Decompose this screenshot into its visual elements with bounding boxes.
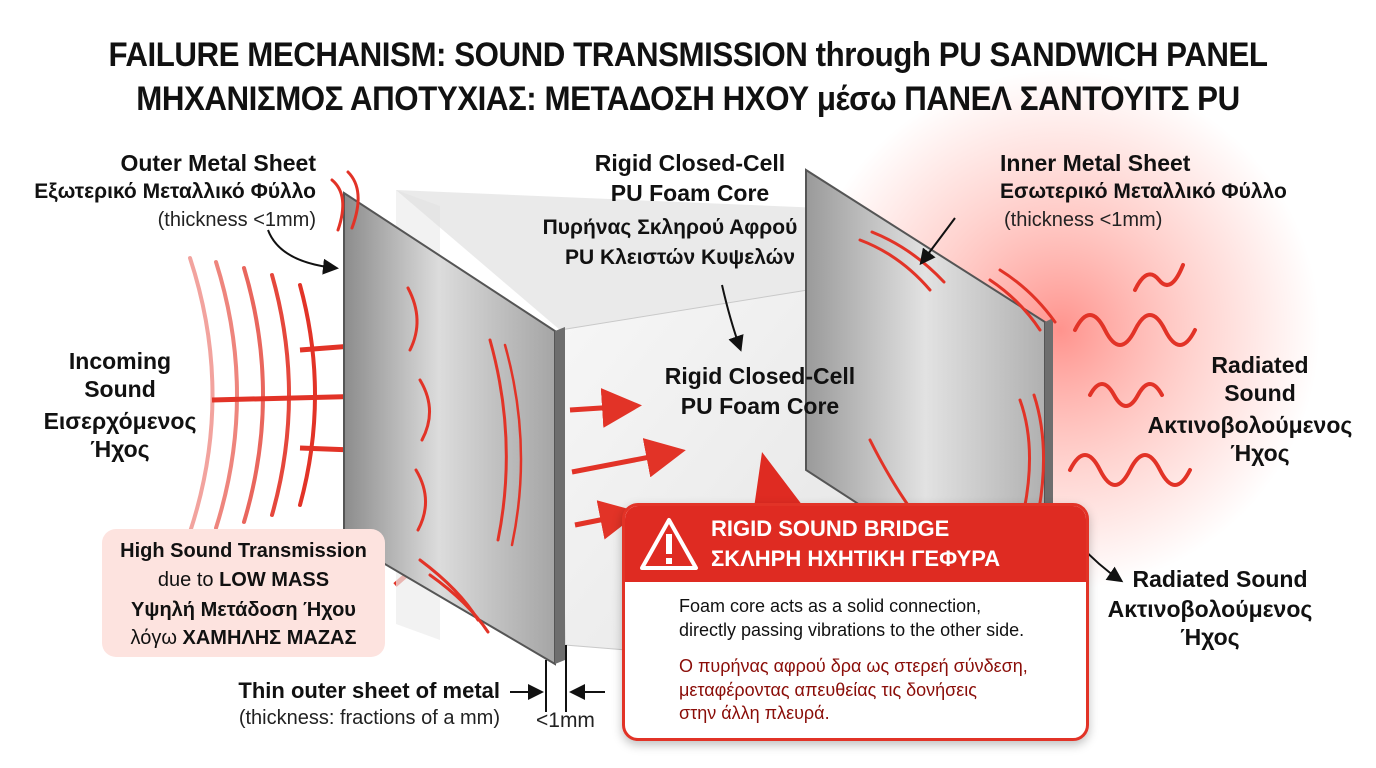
- leader-arrows: [267, 217, 1124, 583]
- outer-sheet-thickness: [555, 327, 565, 664]
- radiated-right-el-1: Ακτινοβολούμενος: [1147, 412, 1353, 438]
- note-line-3: Υψηλή Μετάδοση Ήχου: [131, 599, 356, 621]
- note-line-4b: ΧΑΜΗΛΗΣ ΜΑΖΑΣ: [182, 627, 357, 649]
- callout-title-en: RIGID SOUND BRIDGE: [711, 516, 950, 541]
- note-line-1: High Sound Transmission: [120, 540, 367, 562]
- inner-sheet-label-en: Inner Metal Sheet: [1000, 150, 1191, 176]
- outer-sheet-thickness-label: (thickness <1mm): [157, 209, 316, 231]
- core-top-label-en-1: Rigid Closed-Cell: [594, 150, 786, 176]
- core-center-label-1: Rigid Closed-Cell: [664, 363, 856, 389]
- callout-body-el-3: στην άλλη πλευρά.: [679, 703, 830, 723]
- note-line-2a: due to: [157, 569, 220, 591]
- sound-bridge-callout: RIGID SOUND BRIDGE ΣΚΛΗΡΗ ΗΧΗΤΙΚΗ ΓΕΦΥΡΑ…: [622, 503, 1089, 741]
- radiated-right-el-2: Ήχος: [1230, 440, 1290, 466]
- incoming-label-el-1: Εισερχόμενος: [43, 408, 197, 434]
- radiated-right-en-2: Sound: [1224, 380, 1296, 406]
- dimension-label: <1mm: [536, 709, 595, 732]
- incoming-label-en-1: Incoming: [68, 348, 172, 374]
- incoming-label-el-2: Ήχος: [90, 436, 150, 462]
- inner-sheet-label-el: Εσωτερικό Μεταλλικό Φύλλο: [1000, 180, 1287, 203]
- thin-sheet-thickness: (thickness: fractions of a mm): [238, 707, 500, 729]
- note-line-4: λόγω ΧΑΜΗΛΗΣ ΜΑΖΑΣ: [102, 627, 385, 650]
- inner-sheet-thickness-label: (thickness <1mm): [1004, 209, 1163, 231]
- core-top-label-el-1: Πυρήνας Σκληρού Αφρού: [542, 216, 798, 239]
- outer-sheet-label-en: Outer Metal Sheet: [120, 150, 316, 176]
- callout-body-en-2: directly passing vibrations to the other…: [679, 620, 1025, 640]
- high-transmission-note: High Sound Transmission due to LOW MASS …: [102, 529, 385, 657]
- core-top-label-en-2: PU Foam Core: [610, 180, 770, 206]
- callout-header: RIGID SOUND BRIDGE ΣΚΛΗΡΗ ΗΧΗΤΙΚΗ ΓΕΦΥΡΑ: [625, 506, 1086, 582]
- outer-sheet-vibration: [330, 170, 523, 634]
- callout-body-en-1: Foam core acts as a solid connection,: [679, 596, 982, 616]
- incoming-label-en-2: Sound: [84, 376, 156, 402]
- radiated-waves: [1068, 263, 1197, 487]
- callout-body-el-2: μεταφέροντας απευθείας τις δονήσεις: [679, 680, 977, 700]
- radiated-lower-el-2: Ήχος: [1180, 624, 1240, 650]
- radiated-right-en-1: Radiated: [1211, 352, 1309, 378]
- callout-body-el-1: Ο πυρήνας αφρού δρα ως στερεή σύνδεση,: [679, 656, 1028, 676]
- warning-triangle-icon: [640, 518, 698, 570]
- radiated-lower-el-1: Ακτινοβολούμενος: [1107, 596, 1313, 622]
- note-line-2b: LOW MASS: [219, 569, 330, 591]
- note-line-4a: λόγω: [130, 627, 183, 649]
- outer-sheet-label-el: Εξωτερικό Μεταλλικό Φύλλο: [34, 180, 316, 203]
- core-center-label-2: PU Foam Core: [680, 393, 840, 419]
- dimension-markers: [510, 645, 605, 712]
- title-greek: ΜΗΧΑΝΙΣΜΟΣ ΑΠΟΤΥΧΙΑΣ: ΜΕΤΑΔΟΣΗ ΗΧΟΥ μέσω…: [136, 80, 1240, 118]
- title-english: FAILURE MECHANISM: SOUND TRANSMISSION th…: [108, 36, 1268, 74]
- radiated-lower-en: Radiated Sound: [1132, 566, 1308, 592]
- thin-sheet-label: Thin outer sheet of metal: [238, 678, 500, 703]
- incoming-wave-arcs: [188, 256, 317, 534]
- note-line-2: due to LOW MASS: [102, 569, 385, 592]
- core-top-label-el-2: PU Κλειστών Κυψελών: [564, 246, 796, 269]
- callout-title-el: ΣΚΛΗΡΗ ΗΧΗΤΙΚΗ ΓΕΦΥΡΑ: [711, 546, 1001, 571]
